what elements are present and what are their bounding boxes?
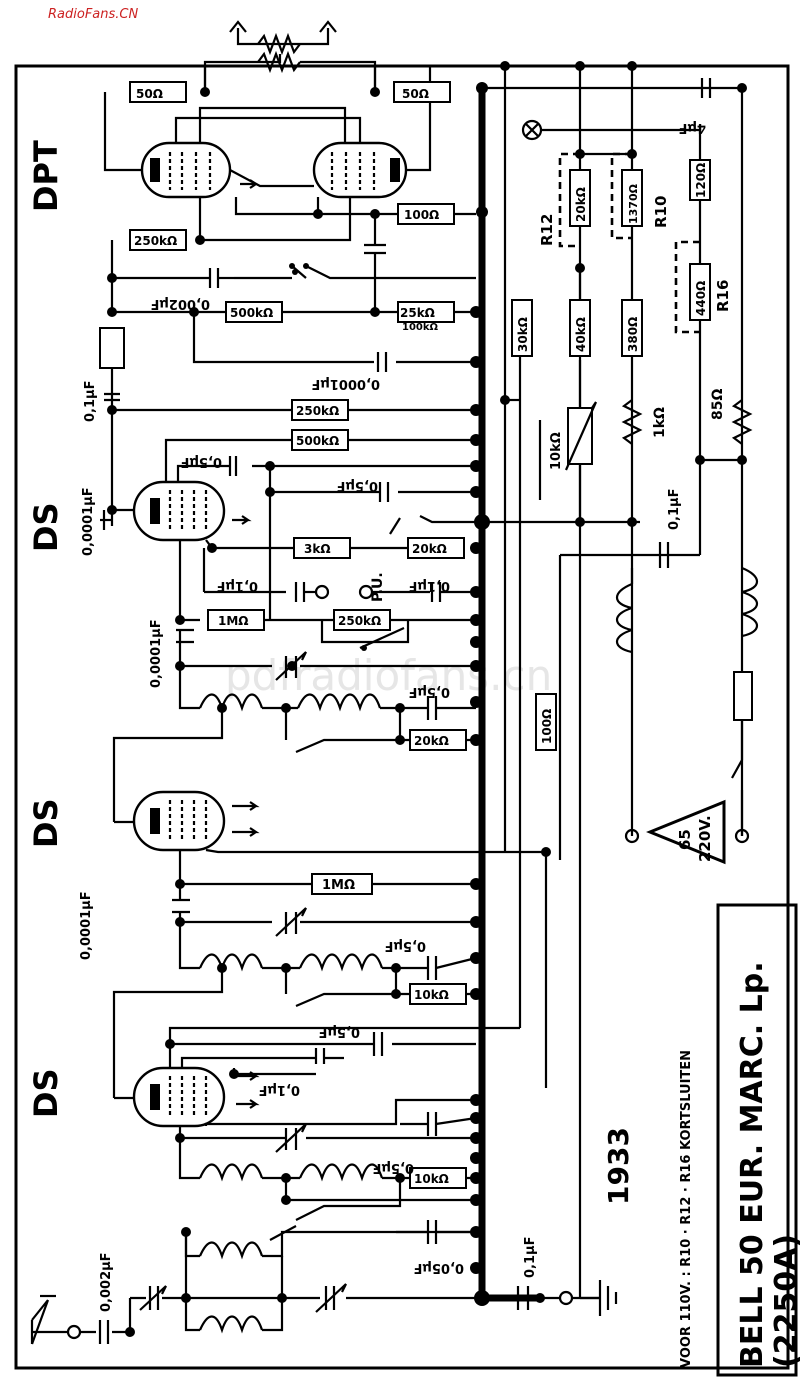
label-r20k: 20kΩ bbox=[412, 542, 447, 556]
tube-dpt-left bbox=[140, 141, 260, 199]
label-c05a: 0,5μF bbox=[181, 454, 222, 469]
resistor-labels: 50Ω 50Ω 100Ω 250kΩ 500kΩ 25kΩ 100kΩ 250k… bbox=[134, 87, 708, 1186]
label-r40k: 40kΩ bbox=[574, 317, 588, 352]
label-r30k: 30kΩ bbox=[516, 317, 530, 352]
label-r100b: 100Ω bbox=[540, 709, 554, 744]
tube-ds1 bbox=[132, 480, 252, 542]
label-r380: 380Ω bbox=[626, 317, 640, 352]
label-r120: 120Ω bbox=[694, 163, 708, 198]
tube-ds2 bbox=[132, 790, 260, 852]
label-r85: 85Ω bbox=[710, 389, 726, 420]
resistor-bodies bbox=[99, 81, 711, 1189]
power-supply-section bbox=[538, 360, 759, 860]
label-c01a: 0,1μF bbox=[83, 381, 98, 422]
label-c01b: 0,1μF bbox=[217, 578, 258, 593]
pickup-input[interactable] bbox=[202, 548, 476, 602]
label-r20kv: 20kΩ bbox=[574, 187, 588, 222]
label-r16: R16 bbox=[714, 280, 732, 312]
label-c01e: 0,1μF bbox=[259, 1082, 300, 1097]
tube-label-dpt: DPT bbox=[27, 140, 65, 212]
ground-terminal-icon[interactable] bbox=[558, 1280, 618, 1316]
ds1-junctions bbox=[107, 405, 275, 625]
label-r1370: 1370Ω bbox=[627, 183, 640, 224]
label-r100k: 100kΩ bbox=[402, 322, 439, 333]
ds1-tank-circuit bbox=[112, 628, 476, 822]
modification-note: VOOR 110V. : R10 · R12 · R16 KORTSLUITEN bbox=[679, 1050, 694, 1368]
r12-jumper bbox=[558, 152, 580, 248]
label-r10k2: 10kΩ bbox=[414, 988, 449, 1002]
cap-0002 bbox=[208, 268, 234, 288]
watermark: RadioFans.CN bbox=[48, 7, 138, 22]
label-r50b: 50Ω bbox=[402, 87, 429, 101]
volume-potentiometer bbox=[203, 20, 377, 92]
label-c4uf: 4μF bbox=[679, 120, 707, 135]
label-c05f: 0,5μF bbox=[373, 1160, 414, 1175]
r16-jumper bbox=[674, 240, 700, 334]
label-c00001: 0,0001μF bbox=[311, 376, 380, 391]
mains-voltage-badge: 65 220V. bbox=[646, 799, 726, 865]
year-label: 1933 bbox=[602, 1127, 635, 1205]
ds2-wiring bbox=[112, 820, 546, 1098]
label-c0002: 0,002μF bbox=[150, 296, 210, 311]
title-line1: BELL 50 EUR. MARC. Lp. bbox=[735, 961, 770, 1368]
label-r250k3: 250kΩ bbox=[338, 614, 381, 628]
band-switch[interactable] bbox=[289, 263, 307, 279]
background-watermark: pdfradiofans.cn bbox=[225, 651, 552, 700]
tube-label-ds3: DS bbox=[27, 1068, 65, 1118]
dpt-wiring bbox=[103, 64, 476, 380]
label-r500k2: 500kΩ bbox=[296, 434, 339, 448]
antenna-icon bbox=[30, 1294, 82, 1345]
label-c00001b: 0,0001μF bbox=[81, 487, 96, 556]
label-r1m: 1MΩ bbox=[218, 614, 249, 628]
label-c00001d: 0,0001μF bbox=[79, 891, 94, 960]
r10-jumper bbox=[610, 152, 632, 240]
label-r440: 440Ω bbox=[694, 281, 708, 316]
label-pu[interactable]: P.U. bbox=[370, 572, 386, 602]
tube-label-ds1: DS bbox=[27, 502, 65, 552]
input-stage bbox=[80, 1220, 560, 1344]
label-c005: 0,05μF bbox=[413, 1260, 464, 1275]
label-r25k: 25kΩ bbox=[400, 306, 435, 320]
label-r10k: 10kΩ bbox=[549, 432, 564, 470]
dpt-junctions bbox=[107, 87, 380, 317]
title-line2: (2250A) bbox=[769, 1234, 800, 1368]
label-c05e: 0,5μF bbox=[319, 1024, 360, 1039]
pilot-lamp-icon bbox=[521, 119, 543, 141]
label-r10k3: 10kΩ bbox=[414, 1172, 449, 1186]
label-r250k2: 250kΩ bbox=[296, 404, 339, 418]
label-r12: R12 bbox=[538, 214, 556, 246]
label-c01d: 0,1μF bbox=[667, 489, 682, 530]
title-box bbox=[716, 903, 798, 1377]
label-c01c: 0,1μF bbox=[409, 578, 450, 593]
label-r20k2: 20kΩ bbox=[414, 734, 449, 748]
ds1-caps bbox=[102, 392, 390, 530]
label-r1k: 1kΩ bbox=[652, 407, 668, 438]
label-r500k: 500kΩ bbox=[230, 306, 273, 320]
label-r1m2: 1MΩ bbox=[322, 878, 355, 893]
label-r3k: 3kΩ bbox=[304, 542, 331, 556]
label-c0002b: 0,002μF bbox=[99, 1252, 114, 1312]
label-r50a: 50Ω bbox=[136, 87, 163, 101]
component-labels: R12 R10 R16 1kΩ 85Ω 10kΩ P.U. bbox=[370, 196, 732, 602]
label-c05b: 0,5μF bbox=[337, 478, 378, 493]
tube-dpt-right bbox=[312, 141, 408, 199]
label-c05c: 0,5μF bbox=[409, 684, 450, 699]
capacitor-labels: 4μF 0,002μF 0,0001μF 0,1μF 0,5μF 0,5μF 0… bbox=[79, 120, 706, 1312]
mains-badge-line1: 65 bbox=[676, 829, 694, 850]
label-r100a: 100Ω bbox=[404, 208, 439, 222]
label-r10: R10 bbox=[652, 196, 670, 228]
tube-ds3 bbox=[132, 1066, 260, 1128]
mains-badge-line2: 220V. bbox=[696, 815, 714, 862]
label-r250k: 250kΩ bbox=[134, 234, 177, 248]
label-c01f: 0,1μF bbox=[523, 1237, 538, 1278]
cap-4uf bbox=[700, 78, 712, 98]
tube-label-ds2: DS bbox=[27, 798, 65, 848]
label-c05d: 0,5μF bbox=[385, 938, 426, 953]
cap-00001-dpt bbox=[376, 352, 388, 372]
ds1-switch[interactable] bbox=[320, 620, 410, 651]
label-c00001c: 0,0001μF bbox=[149, 619, 164, 688]
